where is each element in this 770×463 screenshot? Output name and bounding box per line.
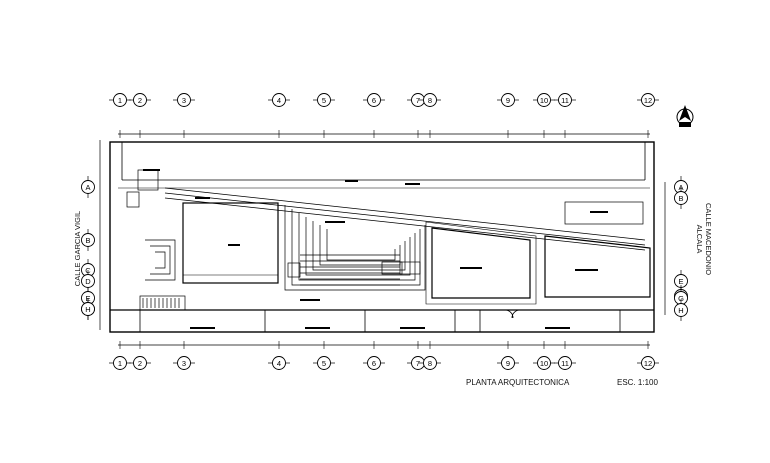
grid-bubble-label: 2 <box>138 359 142 368</box>
drawing-scale: ESC. 1:100 <box>617 378 658 387</box>
grid-bubble-label: H <box>678 306 683 315</box>
grid-bubbles-left: ABCDEGH <box>81 176 95 320</box>
grid-bubble-left-H: H <box>81 298 95 320</box>
grid-bubble-top-8: 8 <box>419 93 441 107</box>
grid-bubble-label: B <box>678 194 683 203</box>
dimension-lines <box>99 133 666 346</box>
street-name-left: CALLE GARCIA VIGIL <box>73 210 83 287</box>
grid-bubble-right-B: B <box>674 187 688 209</box>
grid-bubble-label: 12 <box>644 96 652 105</box>
grid-bubble-label: 12 <box>644 359 652 368</box>
grid-bubble-label: 3 <box>182 96 186 105</box>
grid-bubble-label: 5 <box>322 359 326 368</box>
grid-bubble-bottom-4: 4 <box>268 356 290 370</box>
grid-bubble-top-9: 9 <box>497 93 519 107</box>
grid-bubble-label: A <box>85 183 90 192</box>
room-left <box>182 202 279 284</box>
grid-bubble-label: 9 <box>506 96 510 105</box>
step-line <box>284 205 426 291</box>
grid-bubble-label: 11 <box>561 96 569 105</box>
site-boundary <box>109 141 655 333</box>
step-box <box>381 261 403 275</box>
grid-bubble-top-5: 5 <box>313 93 335 107</box>
grid-bubble-top-12: 12 <box>637 93 659 107</box>
grid-bubble-label: 4 <box>277 359 281 368</box>
grid-bubble-label: 4 <box>277 96 281 105</box>
street-name-right-2: ALCALA <box>695 224 705 254</box>
grid-bubble-bottom-10: 10 <box>533 356 555 370</box>
grid-bubble-bottom-1: 1 <box>109 356 131 370</box>
grid-bubble-label: B <box>85 236 90 245</box>
grid-bubble-label: 10 <box>540 359 548 368</box>
room-center-right <box>425 221 537 305</box>
bottom-rooms <box>139 309 621 332</box>
room-right <box>544 201 651 298</box>
step-line <box>305 217 411 276</box>
north-arrow-icon <box>676 105 694 127</box>
street-name-right-1: CALLE MACEDONIO <box>704 202 714 276</box>
street-label-right: CALLE MACEDONIO ALCALA <box>695 203 713 275</box>
grid-bubble-label: 6 <box>372 359 376 368</box>
step-line <box>298 213 416 281</box>
grid-bubble-label: 3 <box>182 359 186 368</box>
grid-bubble-top-1: 1 <box>109 93 131 107</box>
column-ticks <box>119 130 649 349</box>
grid-bubble-bottom-12: 12 <box>637 356 659 370</box>
grid-bubble-label: 6 <box>372 96 376 105</box>
diagonal-wall <box>164 187 646 251</box>
step-line <box>312 221 406 271</box>
grid-bubble-right-E: E <box>674 270 688 292</box>
grid-bubble-right-H: H <box>674 299 688 321</box>
step-box <box>399 261 421 275</box>
grid-bubble-label: 9 <box>506 359 510 368</box>
grid-bubble-left-A: A <box>81 176 95 198</box>
grid-bubble-bottom-11: 11 <box>554 356 576 370</box>
grid-bubble-label: 1 <box>118 359 122 368</box>
step-line <box>326 229 396 261</box>
grid-bubble-label: H <box>85 305 90 314</box>
grid-bubble-label: 2 <box>138 96 142 105</box>
grid-bubble-bottom-9: 9 <box>497 356 519 370</box>
room-label-marks <box>143 169 608 301</box>
grid-bubble-top-6: 6 <box>363 93 385 107</box>
grid-bubble-label: E <box>678 277 683 286</box>
step-box <box>287 262 301 278</box>
grid-bubble-label: 5 <box>322 96 326 105</box>
grid-bubble-label: 8 <box>428 96 432 105</box>
grid-bubbles-right: ABEFGH <box>674 176 688 321</box>
grid-bubble-top-11: 11 <box>554 93 576 107</box>
grid-bubble-label: 10 <box>540 96 548 105</box>
grid-bubble-top-3: 3 <box>173 93 195 107</box>
grid-bubble-label: 1 <box>118 96 122 105</box>
grid-bubble-bottom-3: 3 <box>173 356 195 370</box>
grid-bubble-bottom-5: 5 <box>313 356 335 370</box>
grid-bubble-label: 7 <box>416 359 420 368</box>
drawing-title: PLANTA ARQUITECTONICA <box>466 378 570 387</box>
street-label-left: CALLE GARCIA VIGIL <box>73 211 82 286</box>
stepped-tiers <box>284 205 426 291</box>
grid-bubble-bottom-2: 2 <box>129 356 151 370</box>
grid-bubble-left-B: B <box>81 229 95 251</box>
step-line <box>291 209 421 286</box>
grid-bubble-bottom-8: 8 <box>419 356 441 370</box>
grid-bubble-top-4: 4 <box>268 93 290 107</box>
left-entry-details <box>126 169 186 311</box>
grid-bubble-label: 11 <box>561 359 569 368</box>
grid-bubble-label: 8 <box>428 359 432 368</box>
grid-bubble-top-2: 2 <box>129 93 151 107</box>
grid-bubble-bottom-6: 6 <box>363 356 385 370</box>
grid-bubble-label: D <box>85 277 91 286</box>
grid-bubble-top-10: 10 <box>533 93 555 107</box>
grid-bubble-label: G <box>678 294 684 303</box>
step-line <box>319 225 401 266</box>
grid-bubble-label: 7 <box>416 96 420 105</box>
